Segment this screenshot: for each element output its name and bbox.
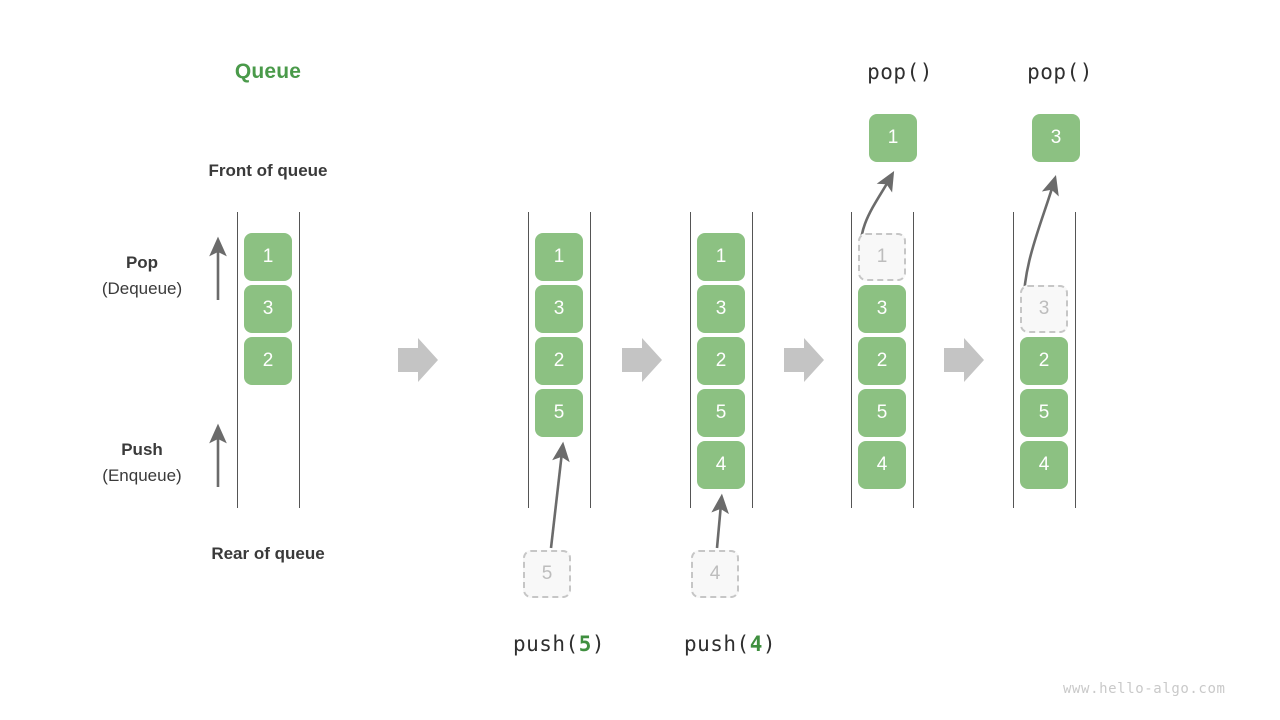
queue-panel-push-4: 1 3 2 5 4 [690,212,753,508]
queue-item: 1 [535,233,583,281]
queue-rail-right [299,212,300,508]
push-label-primary: Push [121,440,163,459]
push-5-caption-arg: 5 [578,632,592,656]
push-5-caption: push(5) [459,632,659,656]
queue-item: 5 [858,389,906,437]
queue-rail-left [851,212,852,508]
step-arrow-4 [944,338,984,382]
front-of-queue-label: Front of queue [208,161,328,180]
queue-item: 1 [697,233,745,281]
queue-item: 2 [1020,337,1068,385]
push-4-caption-suffix: ) [762,632,777,656]
queue-item: 5 [697,389,745,437]
queue-item: 2 [244,337,292,385]
popped-element-1: 1 [869,114,917,162]
push-label-secondary: (Enqueue) [102,466,182,485]
step-arrow-1 [398,338,438,382]
queue-item-removed: 1 [858,233,906,281]
queue-rail-right [913,212,914,508]
push-operation-label: Push (Enqueue) [62,437,222,489]
queue-item: 4 [858,441,906,489]
queue-rail-left [1013,212,1014,508]
queue-item: 2 [535,337,583,385]
push-4-caption-prefix: push( [683,632,750,656]
push-5-caption-prefix: push( [512,632,579,656]
step-arrow-2 [622,338,662,382]
pop-label-primary: Pop [125,253,159,272]
queue-panel-initial: 1 3 2 [237,212,300,508]
queue-rail-right [1075,212,1076,508]
push-5-caption-suffix: ) [591,632,606,656]
queue-item: 2 [697,337,745,385]
queue-panel-pop-1: 1 3 2 5 4 [851,212,914,508]
queue-item: 3 [697,285,745,333]
popped-element-3: 3 [1032,114,1080,162]
queue-panel-pop-3: 3 2 5 4 [1013,212,1076,508]
queue-item: 4 [1020,441,1068,489]
queue-item: 5 [1020,389,1068,437]
pop-operation-label: Pop (Dequeue) [62,250,222,302]
queue-item-removed: 3 [1020,285,1068,333]
pop-3-caption: pop() [1027,60,1093,84]
incoming-element-5: 5 [523,550,571,598]
rear-of-queue-label: Rear of queue [211,544,325,563]
queue-rail-right [590,212,591,508]
push-4-caption: push(4) [630,632,830,656]
queue-rail-left [237,212,238,508]
push-4-caption-arg: 4 [749,632,763,656]
push-4-insert-arrow [711,493,729,549]
queue-item-new: 5 [535,389,583,437]
pop-label-secondary: (Dequeue) [101,279,183,298]
queue-item: 1 [244,233,292,281]
queue-rail-right [752,212,753,508]
diagram-title: Queue [234,60,302,83]
pop-1-caption: pop() [867,60,933,84]
watermark: www.hello-algo.com [1063,681,1226,697]
queue-item: 3 [244,285,292,333]
queue-item: 3 [858,285,906,333]
queue-item: 2 [858,337,906,385]
incoming-element-4: 4 [691,550,739,598]
queue-panel-push-5: 1 3 2 5 [528,212,591,508]
queue-item-new: 4 [697,441,745,489]
step-arrow-3 [784,338,824,382]
queue-rail-left [528,212,529,508]
queue-rail-left [690,212,691,508]
queue-item: 3 [535,285,583,333]
